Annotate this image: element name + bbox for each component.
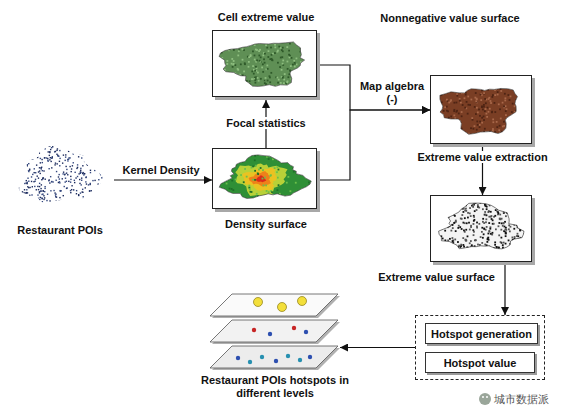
raster-surface: Restaurant POIs	[10, 136, 110, 216]
flow-arrow	[320, 65, 430, 110]
watermark: 城市数据派	[494, 393, 549, 406]
dashed-group: Hotspot generationHotspot value	[415, 315, 545, 380]
surface-label: Restaurant POIs hotspots in different le…	[201, 374, 349, 399]
edge-label: Map algebra (-)	[360, 80, 424, 105]
edge-label-holder: Kernel Density	[122, 164, 199, 177]
surface-label: Nonnegative value surface	[380, 12, 519, 24]
label-holder: Nonnegative value surface	[380, 12, 519, 25]
box-label: Hotspot generation	[431, 328, 532, 340]
label-holder: Extreme value surface	[378, 271, 495, 284]
flow-arrow	[504, 265, 505, 315]
label-holder: Restaurant POIs hotspots in different le…	[190, 374, 360, 400]
poi-illustration	[10, 136, 110, 216]
edge-label-holder: Map algebra (-)	[354, 80, 430, 106]
raster-surface: Nonnegative value surface	[430, 75, 535, 147]
process-box: Hotspot value	[425, 352, 535, 373]
raster-surface: Cell extreme value	[212, 30, 320, 100]
raster-surface: Restaurant POIs hotspots in different le…	[210, 294, 340, 370]
process-box: Hotspot generation	[425, 323, 538, 344]
dens-illustration	[212, 148, 320, 212]
flow-arrow	[114, 179, 212, 180]
edge-label: Extreme value extraction	[415, 151, 549, 163]
box-label: Hotspot value	[444, 357, 517, 369]
edge-label-holder: Focal statistics	[224, 117, 307, 130]
flow-arrow	[320, 110, 430, 180]
watermark-holder: 城市数据派	[494, 392, 549, 407]
surface-label: Density surface	[225, 218, 307, 230]
raster-surface: Extreme value surface	[430, 195, 535, 265]
surface-label: Cell extreme value	[218, 11, 315, 23]
nonneg-illustration	[430, 75, 535, 147]
layers-illustration	[210, 294, 340, 370]
watermark-icon	[479, 393, 491, 405]
ext-illustration	[430, 195, 535, 265]
surface-label: Extreme value surface	[378, 271, 495, 283]
label-holder: Cell extreme value	[218, 11, 315, 24]
surface-label: Restaurant POIs	[17, 224, 103, 236]
label-holder: Restaurant POIs	[17, 224, 103, 237]
edge-label-holder: Extreme value extraction	[415, 151, 549, 164]
edge-label: Kernel Density	[122, 164, 199, 176]
flow-arrow	[340, 347, 415, 348]
raster-surface: Density surface	[212, 148, 320, 212]
edge-label: Focal statistics	[224, 117, 307, 129]
cell-illustration	[212, 30, 320, 100]
label-holder: Density surface	[225, 218, 307, 231]
